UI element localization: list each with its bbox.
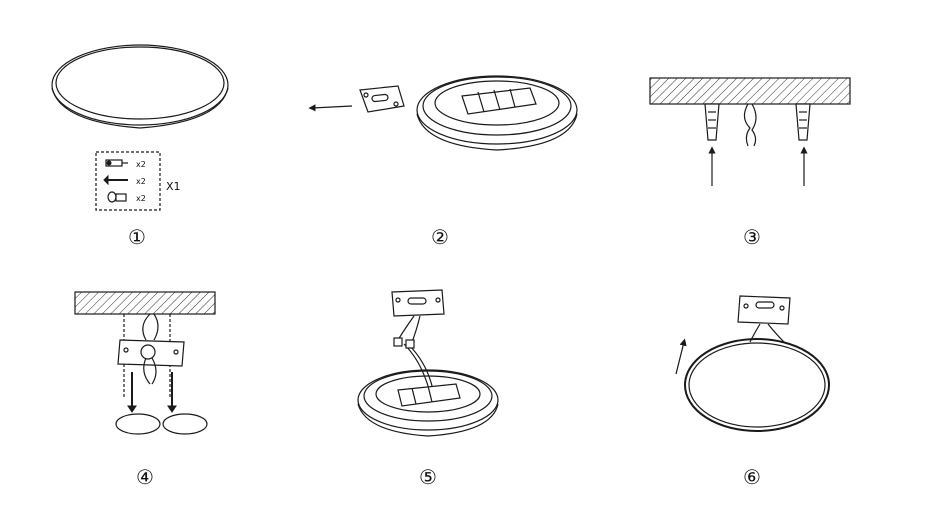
ceiling-icon (74, 291, 216, 315)
arrow-icon (675, 338, 687, 375)
screw-icon (127, 372, 137, 413)
wire-icon (143, 357, 157, 385)
cap-icon (115, 413, 208, 435)
anchor-qty: x2 (136, 160, 146, 169)
anchor-icon (105, 159, 128, 167)
step-number: ④ (136, 465, 154, 489)
mounting-bracket-icon (391, 289, 445, 317)
step-number: ③ (743, 225, 761, 249)
step-number: ② (431, 225, 449, 249)
lamp-disc-icon (416, 75, 578, 151)
step-4-panel: ④ (74, 291, 216, 489)
step-6-panel: ⑥ (675, 295, 830, 489)
step-2-panel: ② (308, 75, 578, 249)
cap-qty: x2 (136, 194, 146, 203)
wire-icon (749, 323, 785, 343)
lamp-disc-icon (684, 338, 830, 432)
connector-icon (393, 337, 415, 349)
screw-icon (167, 372, 177, 413)
step-1-panel: x2 x2 x2 X1 ① (51, 44, 229, 249)
ceiling-icon (649, 77, 851, 105)
mounting-bracket-icon (117, 339, 185, 367)
cap-icon (107, 191, 127, 203)
anchor-icon (795, 103, 811, 141)
step-number: ① (128, 225, 146, 249)
lamp-disc-icon (51, 44, 229, 129)
step-5-panel: ⑤ (357, 289, 499, 489)
lamp-disc-icon (357, 369, 499, 437)
arrow-icon (308, 104, 353, 112)
step-3-panel: ③ (649, 77, 851, 249)
anchor-icon (704, 103, 720, 141)
set-qty: X1 (166, 180, 181, 193)
screw-icon (103, 174, 128, 186)
mounting-bracket-icon (737, 295, 791, 325)
mounting-bracket-icon (359, 85, 405, 113)
wire-icon (142, 313, 159, 341)
step-number: ⑥ (743, 465, 761, 489)
screw-qty: x2 (136, 177, 146, 186)
wire-icon (743, 103, 757, 147)
step-number: ⑤ (419, 465, 437, 489)
parts-box: x2 x2 x2 (95, 151, 161, 211)
